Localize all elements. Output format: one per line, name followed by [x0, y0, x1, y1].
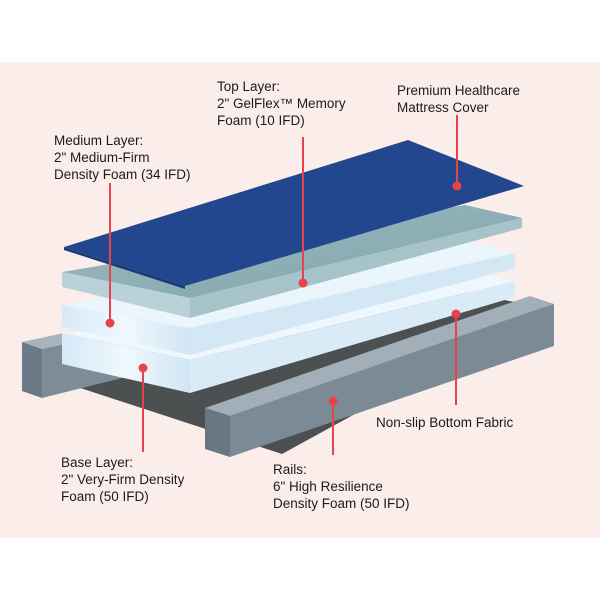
- top-layer-label: Top Layer: 2" GelFlex™ Memory Foam (10 I…: [217, 79, 346, 128]
- rails-label: Rails: 6" High Resilience Density Foam (…: [273, 462, 410, 511]
- cover-marker: [452, 181, 462, 191]
- medium-layer-label: Medium Layer: 2" Medium-Firm Density Foa…: [54, 133, 191, 182]
- top-layer-marker: [298, 278, 308, 288]
- fabric-marker: [451, 309, 461, 319]
- cover-label: Premium Healthcare Mattress Cover: [397, 83, 521, 115]
- rails-marker: [328, 396, 338, 406]
- fabric-label: Non-slip Bottom Fabric: [376, 415, 514, 430]
- leader-lines: [109, 115, 458, 455]
- base-layer-marker: [138, 363, 148, 373]
- front-rail: [205, 296, 554, 457]
- mattress-cover: [64, 140, 524, 289]
- medium-layer-marker: [105, 318, 115, 328]
- markers: [105, 181, 462, 406]
- base-layer-label: Base Layer: 2" Very-Firm Density Foam (5…: [61, 455, 185, 504]
